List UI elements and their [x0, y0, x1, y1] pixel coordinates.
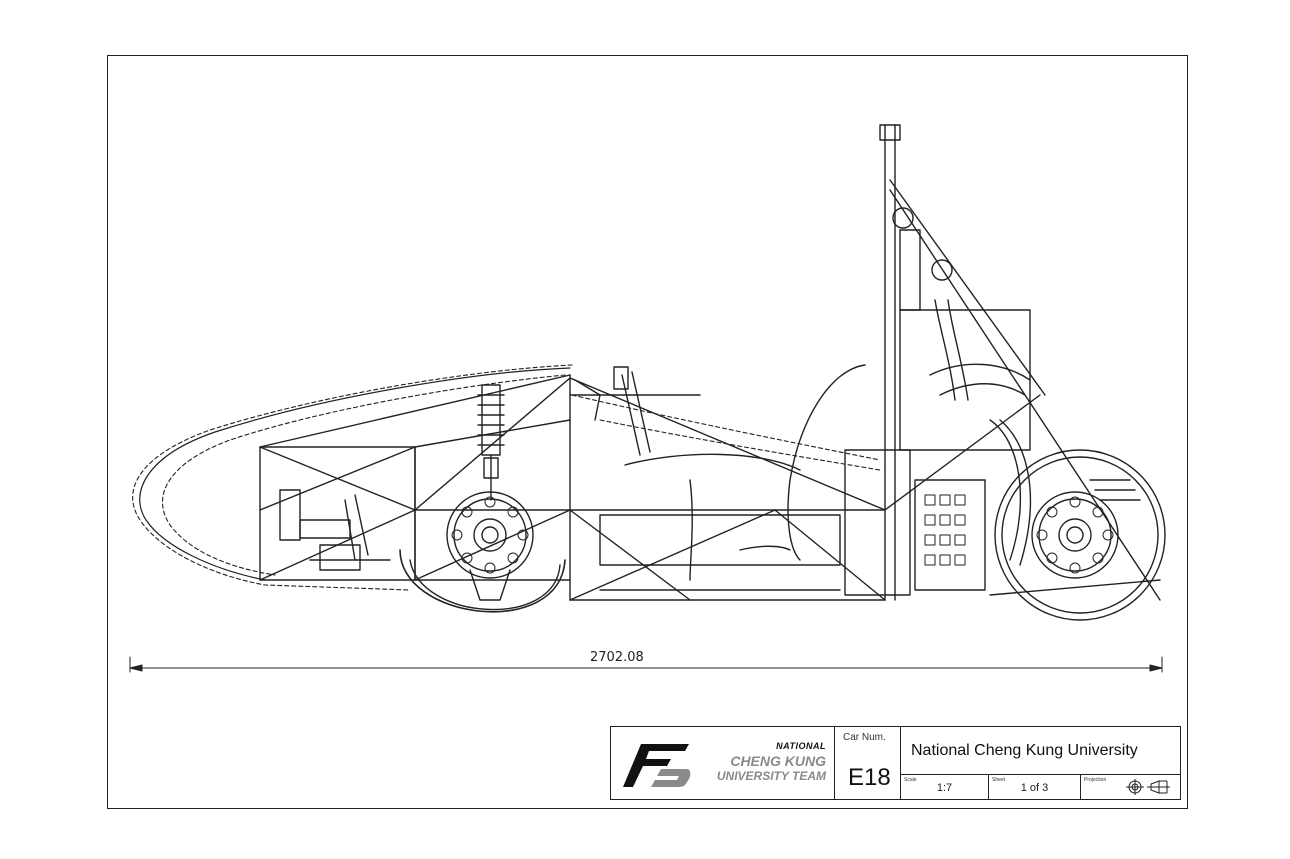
car-number-label: Car Num. — [843, 732, 886, 743]
scale-value: 1:7 — [936, 782, 953, 794]
nose-bodywork — [132, 364, 881, 591]
logo-text-university-team: UNIVERSITY TEAM — [716, 769, 826, 783]
projection-label: Projection — [1084, 777, 1107, 783]
car-number-cell: Car Num. E18 — [835, 727, 901, 799]
nose-outer-shell — [139, 367, 571, 581]
front-damper — [477, 384, 505, 501]
sheet-label: Sheet — [992, 777, 1006, 783]
pedal-assembly — [279, 489, 391, 571]
driver-seat — [624, 364, 866, 581]
projection-cell: Projection — [1081, 775, 1180, 799]
scale-label: Scale — [904, 777, 917, 783]
scale-cell: Scale 1:7 — [901, 775, 989, 799]
engine-assembly — [844, 259, 1041, 596]
sheet-value: 1 of 3 — [1020, 782, 1049, 794]
front-frame — [259, 374, 571, 601]
third-angle-projection-icon — [1126, 779, 1170, 795]
logo-text-national: NATIONAL — [776, 741, 826, 751]
steering-column — [574, 366, 651, 456]
car-number-value: E18 — [848, 764, 891, 791]
university-name: National Cheng Kung University — [901, 727, 1180, 775]
sheet-cell: Sheet 1 of 3 — [989, 775, 1081, 799]
overall-length-dimension: 2702.08 — [590, 650, 644, 665]
overall-length-dimension-line — [129, 656, 1163, 673]
main-chassis-frame — [569, 377, 886, 601]
fs-logo-mark — [623, 744, 691, 787]
front-wheel — [399, 491, 566, 613]
title-block: NATIONAL CHENG KUNG UNIVERSITY TEAM Car … — [610, 726, 1181, 800]
team-logo: NATIONAL CHENG KUNG UNIVERSITY TEAM — [611, 727, 835, 799]
drawing-sheet-border — [107, 55, 1188, 809]
rear-wheel — [989, 449, 1166, 621]
logo-text-cheng-kung: CHENG KUNG — [730, 753, 826, 769]
